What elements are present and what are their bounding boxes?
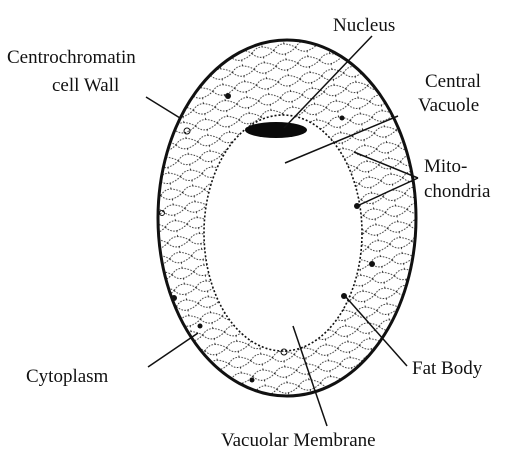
label-vacuolar-membrane: Vacuolar Membrane [221, 430, 376, 451]
label-central-vacuole-line1: Central [425, 71, 481, 92]
label-central-vacuole-line2: Vacuole [418, 95, 479, 116]
label-cytoplasm: Cytoplasm [26, 366, 109, 387]
label-centrochromatin-line2: cell Wall [52, 75, 119, 96]
mitochondrion-dot [369, 261, 375, 267]
mitochondrion-dot [171, 295, 177, 301]
nucleus-shape [245, 122, 307, 138]
label-mitochondria-line2: chondria [424, 181, 491, 202]
mitochondrion-dot [250, 378, 255, 383]
mitochondrion-dot [225, 93, 231, 99]
mitochondrion-dot [340, 116, 345, 121]
label-nucleus: Nucleus [333, 15, 395, 36]
label-fat-body: Fat Body [412, 358, 483, 379]
label-mitochondria-line1: Mito- [424, 156, 467, 177]
mitochondrion-dot [198, 324, 203, 329]
label-centrochromatin-line1: Centrochromatin [7, 47, 136, 68]
